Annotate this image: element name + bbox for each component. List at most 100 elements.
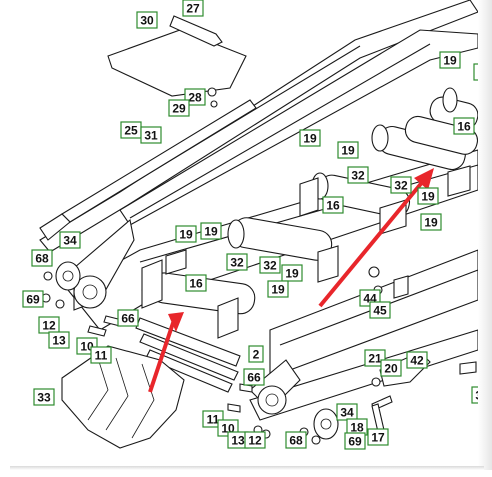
callout-box xyxy=(140,126,162,144)
callout-label: 32 xyxy=(230,256,244,270)
callout-69: 69 xyxy=(22,290,44,308)
callout-13: 13 xyxy=(48,331,70,349)
callout-box xyxy=(367,428,389,446)
callout-11: 11 xyxy=(202,410,224,428)
callout-19: 19 xyxy=(299,129,321,147)
callout-label: 2 xyxy=(253,348,260,362)
callout-box xyxy=(182,0,204,17)
callout-19: 19 xyxy=(417,187,439,205)
callout-12: 12 xyxy=(38,316,60,334)
callout-label: 69 xyxy=(348,435,362,449)
callout-32: 32 xyxy=(226,253,248,271)
callout-box xyxy=(59,231,81,249)
callout-label: 66 xyxy=(121,312,135,326)
callout-box xyxy=(420,213,442,231)
callout-box xyxy=(406,351,428,369)
callout-label: 11 xyxy=(207,413,220,427)
callout-label: 21 xyxy=(368,352,382,366)
indicator-arrows xyxy=(148,168,434,393)
callout-16: 16 xyxy=(453,117,475,135)
callout-label: 19 xyxy=(424,216,438,230)
callout-box xyxy=(90,346,112,364)
callout-32: 32 xyxy=(347,166,369,184)
callout-box xyxy=(285,431,307,449)
callout-66: 66 xyxy=(243,368,265,386)
callout-label: 32 xyxy=(263,259,277,273)
callout-11: 11 xyxy=(90,346,112,364)
callout-label: 32 xyxy=(394,179,408,193)
callout-box xyxy=(226,253,248,271)
callout-label: 19 xyxy=(285,267,299,281)
callout-label: 42 xyxy=(410,354,424,368)
callout-33: 33 xyxy=(33,388,55,406)
callout-label: 18 xyxy=(350,421,364,435)
callout-45: 45 xyxy=(369,301,391,319)
callout-label: 27 xyxy=(186,2,200,16)
callout-box xyxy=(364,349,386,367)
callout-box xyxy=(453,117,475,135)
callout-box xyxy=(337,141,359,159)
callout-31: 31 xyxy=(140,126,162,144)
callout-29: 29 xyxy=(168,99,190,117)
callout-19: 19 xyxy=(200,222,222,240)
callout-32: 32 xyxy=(390,176,412,194)
callout-box xyxy=(175,225,197,243)
callout-30: 30 xyxy=(136,11,158,29)
page-shadow-right xyxy=(478,0,492,470)
callout-19: 19 xyxy=(281,264,303,282)
callout-box xyxy=(48,331,70,349)
callout-label: 16 xyxy=(457,120,471,134)
callout-label: 30 xyxy=(140,14,154,28)
callout-42: 42 xyxy=(406,351,428,369)
callout-box xyxy=(380,359,402,377)
callout-box xyxy=(281,264,303,282)
callout-19: 19 xyxy=(439,51,461,69)
callout-label: 20 xyxy=(384,362,398,376)
callout-17: 17 xyxy=(367,428,389,446)
cover-plate xyxy=(107,15,247,108)
callout-label: 29 xyxy=(172,102,186,116)
callout-21: 21 xyxy=(364,349,386,367)
callout-box xyxy=(369,301,391,319)
callout-2: 2 xyxy=(248,345,264,363)
callout-label: 13 xyxy=(231,434,245,448)
callout-box xyxy=(417,187,439,205)
callout-label: 19 xyxy=(271,283,285,297)
callout-label: 19 xyxy=(303,132,317,146)
callout-box xyxy=(344,432,366,450)
callout-label: 19 xyxy=(341,144,355,158)
callout-27: 27 xyxy=(182,0,204,17)
callout-label: 12 xyxy=(42,319,56,333)
callout-box xyxy=(390,176,412,194)
callout-68: 68 xyxy=(285,431,307,449)
callout-label: 33 xyxy=(37,391,51,405)
callout-19: 19 xyxy=(420,213,442,231)
callout-group: 3027282919191625311919323219161934191932… xyxy=(22,0,492,450)
callout-label: 16 xyxy=(326,199,340,213)
callout-label: 19 xyxy=(204,225,218,239)
callout-25: 25 xyxy=(120,121,142,139)
callout-68: 68 xyxy=(31,249,53,267)
callout-label: 34 xyxy=(63,234,77,248)
callout-box xyxy=(31,249,53,267)
callout-12: 12 xyxy=(244,431,266,449)
callout-box xyxy=(243,368,265,386)
callout-label: 19 xyxy=(443,54,457,68)
callout-19: 19 xyxy=(267,280,289,298)
callout-box xyxy=(322,196,344,214)
callout-box xyxy=(299,129,321,147)
callout-label: 45 xyxy=(373,304,387,318)
callout-18: 18 xyxy=(346,418,368,436)
callout-label: 34 xyxy=(340,406,354,420)
callout-16: 16 xyxy=(185,274,207,292)
left-end-assembly xyxy=(55,218,135,311)
callout-label: 17 xyxy=(371,431,385,445)
callout-box xyxy=(117,309,139,327)
callout-box xyxy=(33,388,55,406)
callout-label: 13 xyxy=(52,334,66,348)
callout-label: 11 xyxy=(95,349,108,363)
callout-label: 31 xyxy=(144,129,158,143)
callout-label: 69 xyxy=(26,293,40,307)
